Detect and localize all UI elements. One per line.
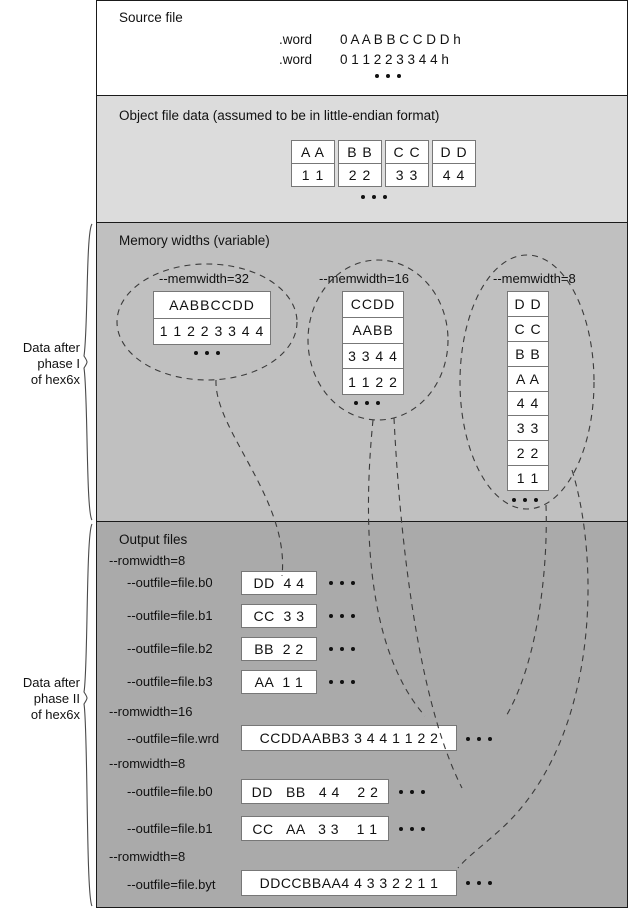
memwidth-8-box: D D C C B B A A 4 4 3 3 2 2 1 1 (507, 291, 549, 491)
memwidth-8-cell: 1 1 (508, 465, 548, 490)
object-byte-bottom: 1 1 (292, 163, 334, 186)
outfile-label-b3: --outfile=file.b3 (127, 674, 213, 689)
memwidth-8-ellipsis (512, 498, 538, 502)
brace-caption-line: phase I (37, 356, 80, 371)
outfile-label-b0-16: --outfile=file.b0 (127, 784, 213, 799)
outfile-box-b1: CC 3 3 (241, 604, 317, 628)
object-byte-bottom: 3 3 (386, 163, 428, 186)
memwidth-8-cell: A A (508, 365, 548, 391)
panel-object-file: Object file data (assumed to be in littl… (96, 95, 628, 223)
memwidth-16-cell: 3 3 4 4 (343, 342, 403, 369)
object-byte-top: A A (300, 144, 326, 160)
brace-caption-phase-1: Data after phase I of hex6x (0, 340, 80, 388)
memwidth-8-label: --memwidth=8 (493, 271, 576, 286)
outfile-ellipsis (466, 737, 492, 741)
object-ellipsis (361, 195, 387, 199)
object-byte-top: B B (347, 144, 373, 160)
source-line-1-directive: .word (279, 52, 313, 67)
outfile-label-b1-16: --outfile=file.b1 (127, 821, 213, 836)
outfile-label-byt: --outfile=file.byt (127, 877, 216, 892)
memwidth-16-label: --memwidth=16 (319, 271, 409, 286)
outfile-box-b2: BB 2 2 (241, 637, 317, 661)
panel-source-file: Source file .word 0 A A B B C C D D h .w… (96, 0, 628, 96)
object-byte-box: A A 1 1 (291, 140, 335, 187)
memwidth-32-ellipsis (194, 351, 220, 355)
source-ellipsis (375, 74, 401, 78)
outfile-ellipsis (329, 581, 355, 585)
romwidth-label-1: --romwidth=16 (109, 704, 193, 719)
memwidth-8-cell: 2 2 (508, 440, 548, 465)
memwidth-16-ellipsis (354, 401, 380, 405)
memwidth-16-cell: 1 1 2 2 (343, 368, 403, 394)
panel-object-title: Object file data (assumed to be in littl… (119, 108, 440, 123)
memwidth-8-cell: C C (508, 315, 548, 341)
object-byte-bottom: 2 2 (339, 163, 381, 186)
brace-caption-line: phase II (33, 691, 80, 706)
memwidth-16-cell: AABB (343, 316, 403, 343)
romwidth-label-2: --romwidth=8 (109, 756, 186, 771)
outfile-box-b0: DD 4 4 (241, 571, 317, 595)
object-byte-bottom: 4 4 (433, 163, 475, 186)
source-line-0-directive: .word (279, 32, 313, 47)
outfile-label-b1: --outfile=file.b1 (127, 608, 213, 623)
brace-caption-line: Data after (22, 340, 80, 355)
outfile-label-b2: --outfile=file.b2 (127, 641, 213, 656)
panel-memory-title: Memory widths (variable) (119, 233, 270, 248)
memwidth-8-cell: 4 4 (508, 390, 548, 416)
brace-caption-line: of hex6x (30, 707, 80, 722)
panel-output-files: Output files --romwidth=8 --outfile=file… (96, 521, 628, 908)
outfile-ellipsis (329, 680, 355, 684)
object-byte-box: C C 3 3 (385, 140, 429, 187)
outfile-label-wrd: --outfile=file.wrd (127, 731, 220, 746)
romwidth-label-3: --romwidth=8 (109, 849, 186, 864)
outfile-ellipsis (329, 647, 355, 651)
memwidth-32-label: --memwidth=32 (159, 271, 249, 286)
outfile-ellipsis (466, 881, 492, 885)
memwidth-32-box: AABBCCDD 1 1 2 2 3 3 4 4 (153, 291, 271, 345)
brace-phase-2 (83, 523, 93, 907)
outfile-box-b0-16: DD BB 4 4 2 2 (241, 779, 389, 804)
panel-output-title: Output files (119, 532, 188, 547)
panel-source-title: Source file (119, 10, 183, 25)
brace-caption-line: Data after (22, 675, 80, 690)
object-byte-top: D D (440, 144, 468, 160)
source-line-0-value: 0 A A B B C C D D h (340, 32, 461, 47)
outfile-box-b3: AA 1 1 (241, 670, 317, 694)
object-byte-box: D D 4 4 (432, 140, 476, 187)
outfile-ellipsis (399, 827, 425, 831)
outfile-label-b0: --outfile=file.b0 (127, 575, 213, 590)
memwidth-16-box: CCDD AABB 3 3 4 4 1 1 2 2 (342, 291, 404, 395)
brace-phase-1 (83, 223, 93, 521)
memwidth-8-cell: B B (508, 340, 548, 366)
memwidth-8-cell: 3 3 (508, 415, 548, 440)
memwidth-32-cell: 1 1 2 2 3 3 4 4 (154, 317, 270, 345)
object-byte-box: B B 2 2 (338, 140, 382, 187)
outfile-ellipsis (399, 790, 425, 794)
outfile-box-b1-16: CC AA 3 3 1 1 (241, 816, 389, 841)
brace-caption-phase-2: Data after phase II of hex6x (0, 675, 80, 723)
outfile-box-byt: DDCCBBAA4 4 3 3 2 2 1 1 (241, 870, 457, 896)
brace-caption-line: of hex6x (30, 372, 80, 387)
memwidth-32-cell: AABBCCDD (169, 296, 255, 313)
outfile-ellipsis (329, 614, 355, 618)
panel-memory-widths: Memory widths (variable) --memwidth=32 A… (96, 222, 628, 522)
source-line-1-value: 0 1 1 2 2 3 3 4 4 h (340, 52, 449, 67)
romwidth-label-0: --romwidth=8 (109, 553, 186, 568)
object-byte-top: C C (393, 144, 421, 160)
memwidth-16-cell: CCDD (350, 296, 396, 313)
memwidth-8-cell: D D (514, 295, 542, 312)
outfile-box-wrd: CCDDAABB3 3 4 4 1 1 2 2 (241, 725, 457, 751)
